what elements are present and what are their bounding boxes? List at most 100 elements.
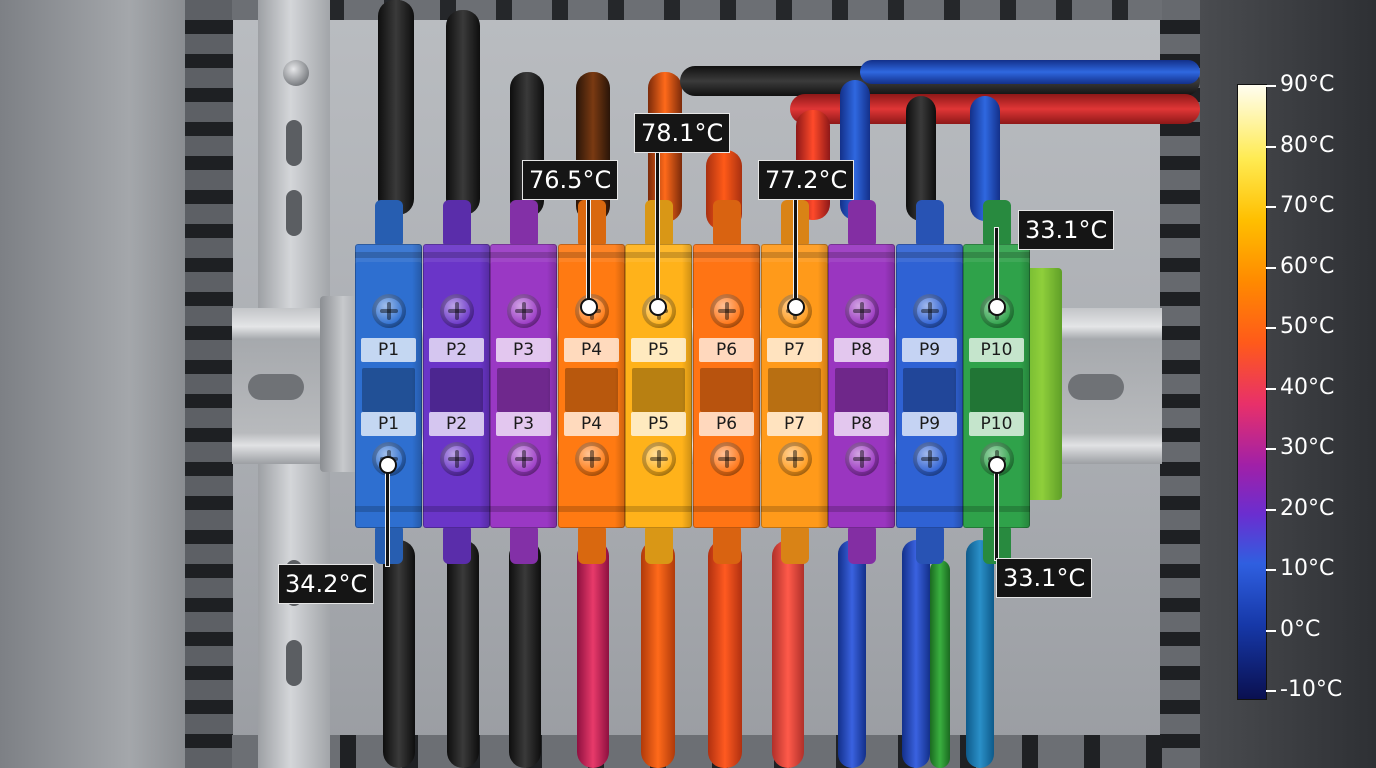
block-rib (896, 252, 963, 258)
scale-label: 60°C (1280, 254, 1335, 279)
scale-label: 30°C (1280, 435, 1335, 460)
wire-ferrule (443, 200, 471, 248)
screw-icon (913, 294, 947, 328)
temperature-color-scale (1237, 84, 1267, 700)
terminal-label-bottom: P5 (631, 412, 686, 436)
measurement-point (379, 456, 397, 474)
screw-icon (440, 294, 474, 328)
wire-ferrule (781, 524, 809, 564)
cable-red-warm (577, 540, 609, 768)
wire-ferrule (510, 200, 538, 248)
terminal-label-top: P2 (429, 338, 484, 362)
terminal-label-top: P9 (902, 338, 957, 362)
cable-black (509, 540, 541, 768)
wire-duct-bottom (232, 735, 1162, 768)
rail-slot (286, 120, 302, 166)
measurement-point (787, 298, 805, 316)
scale-tick (1266, 85, 1276, 87)
terminal-label-bottom: P1 (361, 412, 416, 436)
terminal-label-top: P10 (969, 338, 1024, 362)
screw-icon (440, 442, 474, 476)
temperature-callout-p1-bottom: 34.2°C (278, 564, 375, 604)
terminal-label-top: P4 (564, 338, 619, 362)
cable-blue (966, 540, 994, 768)
block-window (632, 368, 685, 412)
block-rib (693, 252, 760, 258)
wire-ferrule (443, 524, 471, 564)
scale-label: 40°C (1280, 375, 1335, 400)
terminal-label-bottom: P6 (699, 412, 754, 436)
wire-ferrule (848, 200, 876, 248)
measurement-point (988, 298, 1006, 316)
cable-blue-horizontal (860, 60, 1200, 84)
wire-ferrule (713, 524, 741, 564)
block-rib (490, 506, 557, 512)
measurement-point (988, 456, 1006, 474)
leader-line (386, 466, 389, 566)
wire-ferrule (510, 524, 538, 564)
cable-hot (772, 540, 804, 768)
rail-slot (286, 640, 302, 686)
leader-line (794, 198, 797, 302)
terminal-label-top: P6 (699, 338, 754, 362)
leader-line (995, 466, 998, 560)
terminal-label-bottom: P8 (834, 412, 889, 436)
rail-slot (286, 190, 302, 236)
temperature-callout-p7: 77.2°C (758, 160, 855, 200)
block-rib (693, 506, 760, 512)
cable-black (383, 540, 415, 768)
wire-ferrule (375, 524, 403, 564)
scale-label: 0°C (1280, 617, 1321, 642)
screw-icon (913, 442, 947, 476)
screw-icon (710, 442, 744, 476)
terminal-label-top: P5 (631, 338, 686, 362)
block-rib (423, 252, 490, 258)
screw-icon (778, 442, 812, 476)
block-window (835, 368, 888, 412)
block-window (700, 368, 753, 412)
temperature-callout-p10-top: 33.1°C (1018, 210, 1115, 250)
scale-tick (1266, 448, 1276, 450)
terminal-label-top: P1 (361, 338, 416, 362)
terminal-label-top: P3 (496, 338, 551, 362)
cable-green (930, 560, 950, 768)
block-rib (423, 506, 490, 512)
scale-tick (1266, 206, 1276, 208)
block-window (565, 368, 618, 412)
block-window (768, 368, 821, 412)
block-rib (828, 506, 895, 512)
block-rib (558, 252, 625, 258)
scale-label: 20°C (1280, 496, 1335, 521)
terminal-label-bottom: P7 (767, 412, 822, 436)
terminal-label-bottom: P3 (496, 412, 551, 436)
cable-black (447, 540, 479, 768)
temperature-callout-p5: 78.1°C (634, 113, 731, 153)
measurement-point (580, 298, 598, 316)
block-rib (625, 506, 692, 512)
terminal-label-bottom: P4 (564, 412, 619, 436)
wire-duct-top (232, 0, 1162, 20)
screw-icon (845, 442, 879, 476)
block-rib (828, 252, 895, 258)
leader-line (656, 150, 659, 302)
cable-blue (902, 540, 930, 768)
block-rib (355, 252, 422, 258)
wire-ferrule (713, 200, 741, 248)
scale-tick (1266, 509, 1276, 511)
screw-icon (507, 442, 541, 476)
leader-line (587, 198, 590, 302)
screw-icon (845, 294, 879, 328)
terminal-label-bottom: P10 (969, 412, 1024, 436)
enclosure-right-wall (1200, 0, 1376, 768)
block-rib (490, 252, 557, 258)
temperature-callout-p4: 76.5°C (522, 160, 619, 200)
terminal-label-top: P7 (767, 338, 822, 362)
wire-ferrule (916, 524, 944, 564)
terminal-label-bottom: P2 (429, 412, 484, 436)
cable-hot (641, 540, 675, 768)
